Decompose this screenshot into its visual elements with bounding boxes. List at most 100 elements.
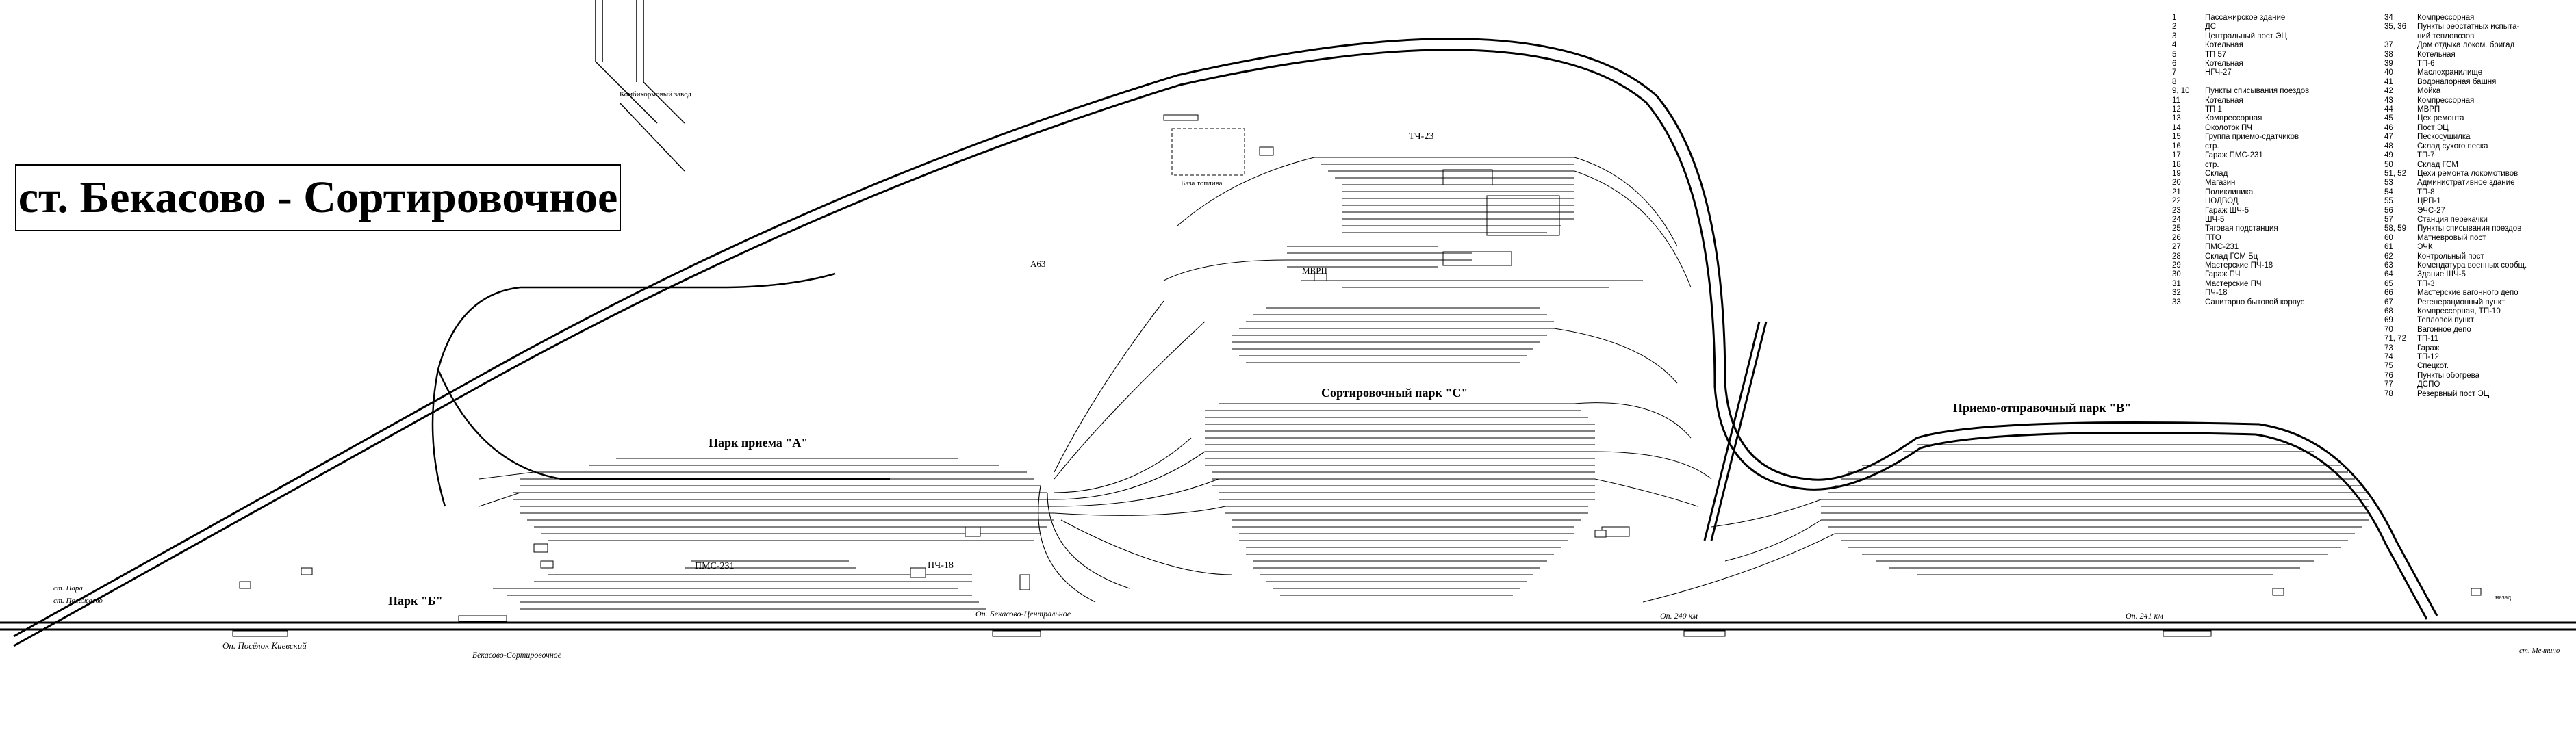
legend-text: Центральный пост ЭЦ [2205,31,2287,40]
legend-number: 22 [2172,197,2181,206]
legend-number: 54 [2384,187,2393,196]
legend-text: ТП-7 [2417,151,2435,160]
legend-text: Котельная [2205,96,2243,105]
legend-number: 56 [2384,206,2393,215]
legend-number: 15 [2172,133,2181,142]
legend-item: 55 ЦРП-1 [2384,197,2527,206]
platforms [232,114,2212,637]
legend-number: 7 [2172,68,2177,77]
legend-number: 73 [2384,343,2393,352]
label-a63: А63 [1030,259,1045,269]
park-c-label: Сортировочный парк "С" [1321,386,1468,400]
legend-number: 13 [2172,114,2181,123]
legend-text: стр. [2205,142,2219,151]
label-st-polezhaevo: ст. Полежаево [53,597,103,605]
legend-text: Пункты обогрева [2417,371,2479,380]
legend-number: 51, 52 [2384,169,2406,178]
legend-text: Компрессорная [2417,14,2475,22]
legend-text: ДСПО [2417,380,2440,389]
label-baza: База топлива [1181,179,1223,187]
legend-text: Котельная [2205,60,2243,68]
park-b-tracks [493,560,986,610]
label-pms231: ПМС-231 [695,561,735,571]
legend-number: 40 [2384,68,2393,77]
legend-text: Поликлиника [2205,187,2254,196]
legend-number: 53 [2384,179,2393,187]
legend-text: ДС [2205,23,2217,31]
legend-number: 27 [2172,243,2181,252]
legend-text: ний тепловозов [2417,31,2475,40]
legend-text: Мастерские вагонного депо [2417,289,2518,298]
legend-number: 20 [2172,179,2181,187]
legend-number: 14 [2172,123,2181,132]
legend-text: Административное здание [2417,179,2515,187]
legend-text: Пассажирское здание [2205,14,2286,22]
label-arrow: назад [2495,594,2511,601]
legend-number: 48 [2384,142,2393,151]
legend-text: Водонапорная башня [2417,77,2497,86]
legend-text: Околоток ПЧ [2205,123,2252,132]
legend-number: 8 [2172,77,2177,86]
legend-text: Пункты списывания поездов [2205,87,2310,96]
legend-item: 54 ТП-8 [2384,188,2527,197]
legend-number: 50 [2384,160,2393,169]
legend-text: Маслохранилище [2417,68,2483,77]
label-st-nara: ст. Нара [53,584,83,593]
station-title: ст. Бекасово - Сортировочное [18,172,618,222]
legend-text: Гараж ШЧ-5 [2205,206,2249,215]
legend-number: 55 [2384,197,2393,206]
legend-text: ПМС-231 [2205,243,2239,252]
legend-text: НГЧ-27 [2205,68,2232,77]
legend-text: ПЧ-18 [2205,289,2228,298]
legend-number: 74 [2384,353,2393,362]
legend-text: стр. [2205,160,2219,169]
label-kombikorm: Комбикормовый завод [620,90,691,99]
legend-number: 5 [2172,50,2177,59]
legend-text: Вагонное депо [2417,325,2471,334]
park-a-tracks [479,458,1054,541]
legend-number: 68 [2384,307,2393,315]
legend-text: Контрольный пост [2417,252,2484,261]
legend-number: 71, 72 [2384,335,2406,343]
legend-text: Санитарно бытовой корпус [2205,298,2305,307]
outer-loop-line [13,38,2438,647]
legend-number: 4 [2172,41,2177,50]
legend-text: Станция перекачки [2417,215,2488,224]
legend-item: 53 Административное здание [2384,179,2527,187]
label-st-mechnino: ст. Мечнино [2519,647,2560,655]
legend-item: 50 Склад ГСМ [2384,161,2527,170]
legend-text: ЦРП-1 [2417,197,2441,206]
legend-text: ТП-8 [2417,187,2435,196]
depot-building [1442,169,1493,185]
legend-text: Склад ГСМ [2417,160,2458,169]
legend-number: 65 [2384,279,2393,288]
park-v-tracks [1642,444,2369,603]
